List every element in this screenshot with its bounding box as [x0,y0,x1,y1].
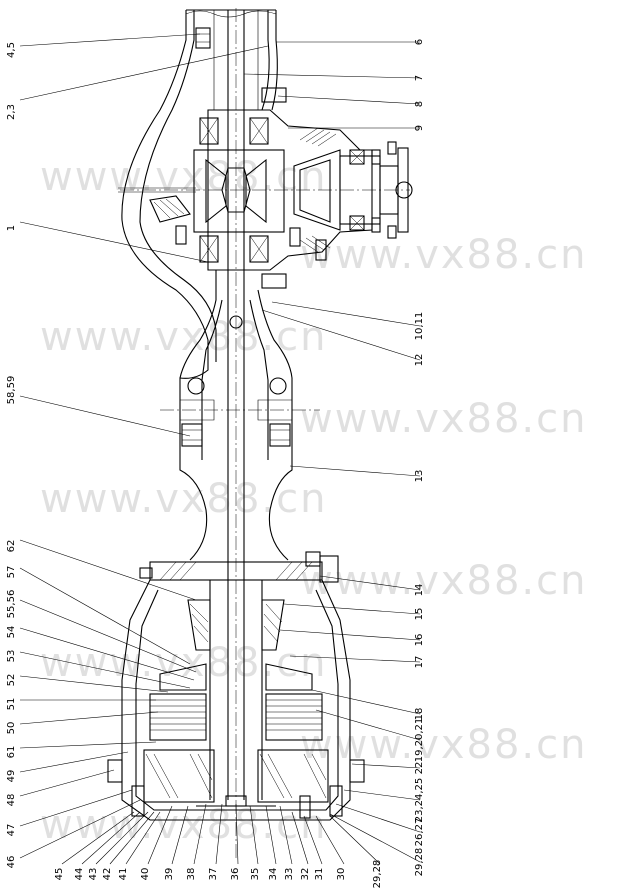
callout-label: 16 [414,634,425,647]
axle-housing-mid [179,270,293,561]
callout-label: 55,56 [6,590,17,619]
callout-label: 61 [6,746,17,759]
callout-label: 52 [6,674,17,687]
differential-assembly [118,87,413,289]
callout-label: 48 [6,794,17,807]
callout-label: 14 [414,584,425,597]
callout-label: 2,3 [6,104,17,120]
callout-label: 12 [414,354,425,367]
callout-label: 34 [268,868,279,881]
callout-label: 45 [54,868,65,881]
callout-label: 36 [230,868,241,881]
callout-label: 40 [140,868,151,881]
callout-label: 18 [414,708,425,721]
callout-label: 42 [102,868,113,881]
callout-label: 31 [314,868,325,881]
axle-shaft [213,10,259,800]
watermark: www.vx88.cn [40,802,328,848]
callout-label: 33 [284,868,295,881]
watermark: www.vx88.cn [300,722,588,768]
leader-lines [19,33,421,865]
callout-label: 9 [414,125,425,131]
axle-housing-top [121,9,278,561]
left-callouts: 4,5 2,3 1 58,59 62 57 55,56 54 53 52 51 50 61 49 48 47 4… [6,42,17,868]
callout-label: 32 [300,868,311,881]
watermark: www.vx88.cn [300,396,588,442]
callout-label: 10,11 [414,312,425,341]
watermark: www.vx88.cn [300,558,588,604]
callout-label: 38 [186,868,197,881]
callout-label: 41 [118,868,129,881]
callout-label: 37 [208,868,219,881]
callout-label: 57 [6,566,17,579]
watermark: www.vx88.cn [40,476,328,522]
callout-label: 13 [414,470,425,483]
wheel-hub-assembly [107,551,365,821]
callout-label: 43 [88,868,99,881]
watermark: www.vx88.cn [40,640,328,686]
watermark: www.vx88.cn [300,232,588,278]
callout-label: 23,24,25 [414,778,425,823]
callout-label: 26,27 [414,818,425,847]
callout-label: 62 [6,540,17,553]
callout-label: 35 [250,868,261,881]
callout-label: 54 [6,626,17,639]
callout-label: 15 [414,608,425,621]
callout-label: 47 [6,824,17,837]
callout-label: 22 [414,762,425,775]
watermark: www.vx88.cn [40,314,328,360]
callout-label: 46 [6,856,17,869]
callout-label: 1 [6,225,17,231]
watermarks: www.vx88.cn www.vx88.cn www.vx88.cn www.… [40,154,588,848]
callout-label: 29,28 [414,848,425,877]
callout-label: 49 [6,770,17,783]
callout-label: 19,20,21 [414,718,425,763]
callout-label: 7 [414,75,425,81]
callout-label: 58,59 [6,376,17,405]
watermark: www.vx88.cn [40,154,328,200]
callout-label: 53 [6,650,17,663]
callout-label: 44 [74,868,85,881]
callout-label: 39 [164,868,175,881]
callout-label: 8 [414,101,425,107]
callout-label: 51 [6,698,17,711]
callout-label: 17 [414,656,425,669]
callout-label: 50 [6,722,17,735]
callout-label: 30 [336,868,347,881]
callout-label: 6 [414,39,425,45]
callout-label: 29,28 [372,860,383,888]
callout-label: 4,5 [6,42,17,58]
